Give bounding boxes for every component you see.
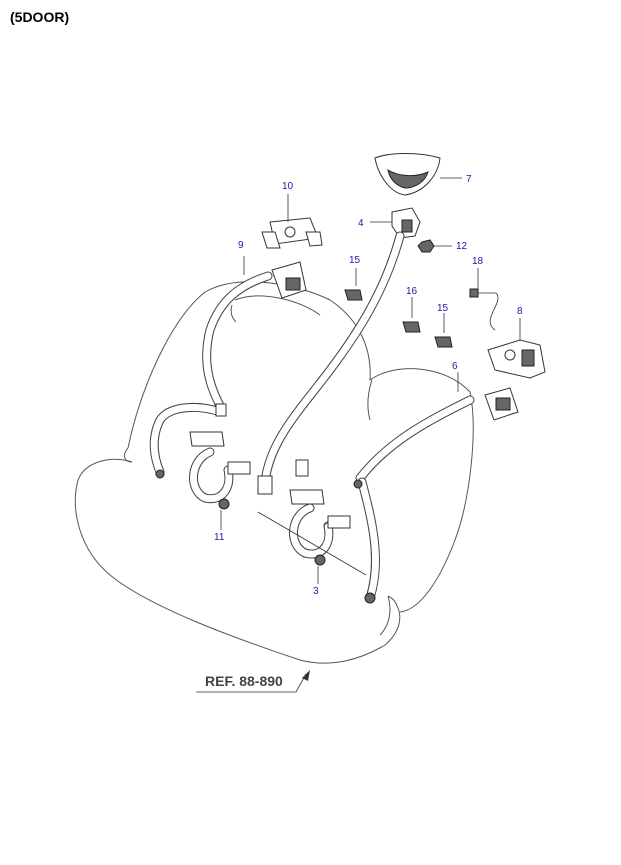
- part-15-bolt-upper: [344, 268, 363, 301]
- callout-9: 9: [238, 240, 244, 251]
- part-16-bolt: [402, 297, 421, 333]
- callout-7: 7: [466, 174, 472, 185]
- callout-15-lower: 15: [437, 303, 449, 314]
- part-3-buckle: [257, 489, 367, 584]
- part-18-bolt: [469, 268, 499, 331]
- callout-12: 12: [456, 241, 468, 252]
- callout-8: 8: [517, 306, 523, 317]
- belt-anchors: [155, 403, 376, 604]
- reference-callout: REF. 88-890: [196, 670, 310, 693]
- callout-16: 16: [406, 286, 418, 297]
- part-4-upper-guide: [370, 207, 421, 239]
- part-6-retractor: [457, 372, 519, 421]
- part-12-nut: [417, 239, 452, 253]
- part-15-bolt-lower: [434, 313, 453, 348]
- part-7-cover: [374, 153, 462, 196]
- callout-10: 10: [282, 181, 294, 192]
- seat-backrest-outline: [124, 281, 474, 613]
- part-8-anchor-bracket: [487, 318, 546, 379]
- part-11-buckle: [189, 431, 251, 530]
- callout-6: 6: [452, 361, 458, 372]
- callout-11: 11: [214, 532, 225, 543]
- part-9-retractor: [243, 256, 307, 299]
- seat-cushion-outline: [74, 458, 401, 664]
- callout-4: 4: [358, 218, 364, 229]
- callout-3: 3: [313, 586, 319, 597]
- part-10-anchor-plate: [261, 194, 323, 249]
- seat-belt-webbing: [149, 231, 475, 603]
- callout-15-upper: 15: [349, 255, 361, 266]
- callout-18: 18: [472, 256, 484, 267]
- reference-label: REF. 88-890: [205, 673, 283, 689]
- arrow-icon: [302, 670, 310, 681]
- diagram-title: (5DOOR): [10, 9, 69, 25]
